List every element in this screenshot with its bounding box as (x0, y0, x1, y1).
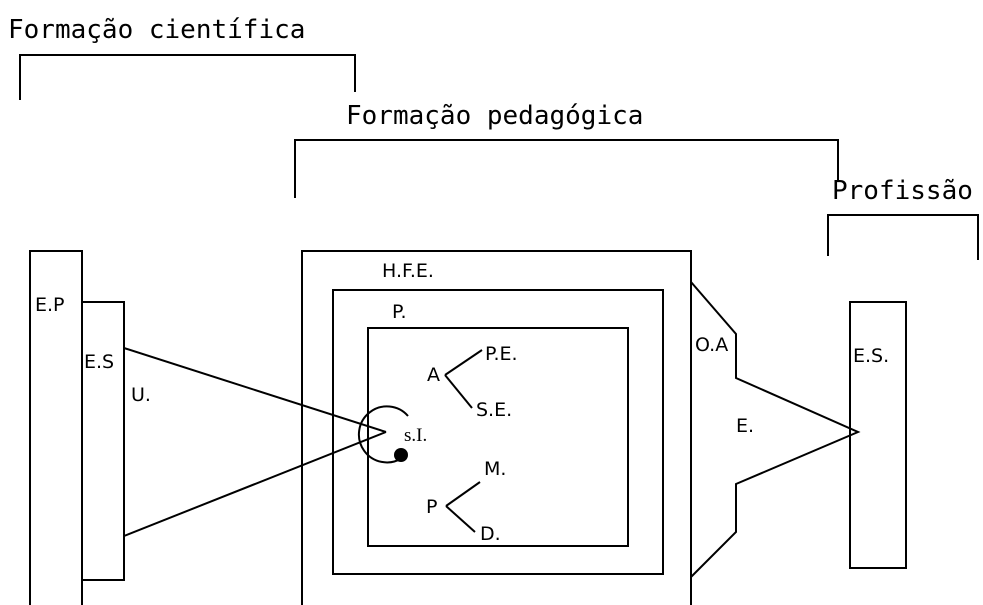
label-pe: P.E. (485, 343, 518, 365)
branch-p-d (445, 505, 476, 533)
branch-p-m (445, 481, 481, 507)
label-hfe: H.F.E. (382, 260, 434, 282)
column-ep (29, 250, 83, 605)
bracket-profession (827, 214, 979, 260)
label-e: E. (736, 415, 754, 437)
label-d: D. (480, 523, 501, 545)
cycle-arc (357, 405, 409, 464)
label-se: S.E. (476, 399, 512, 421)
branch-a-se (444, 374, 473, 409)
label-a: A (427, 364, 440, 386)
heading-pedagogical-training: Formação pedagógica (346, 101, 643, 131)
label-es-left: E.S (84, 351, 114, 373)
cycle-arrowhead (394, 448, 408, 462)
label-es-right: E.S. (853, 345, 889, 367)
label-ep: E.P (35, 294, 65, 316)
bracket-pedagogical-training (294, 139, 839, 198)
branch-a-pe (444, 349, 483, 376)
heading-scientific-training: Formação científica (8, 15, 305, 45)
label-p-outer: P. (392, 301, 407, 323)
line-es-to-si-upper (123, 347, 387, 433)
label-oa: O.A (695, 334, 728, 356)
label-p-inner: P (426, 496, 437, 518)
column-es-right (849, 301, 907, 569)
box-hfe (301, 250, 692, 605)
label-si: s.I. (404, 425, 427, 446)
label-u: U. (131, 384, 151, 406)
heading-profession: Profissão (832, 176, 973, 206)
bracket-scientific-training (19, 54, 356, 100)
line-es-to-si-lower (123, 431, 387, 537)
label-m: M. (484, 458, 506, 480)
column-es-left (82, 301, 125, 581)
funnel-shape (690, 281, 861, 578)
box-inner (367, 327, 629, 547)
box-p-outer (332, 289, 664, 575)
